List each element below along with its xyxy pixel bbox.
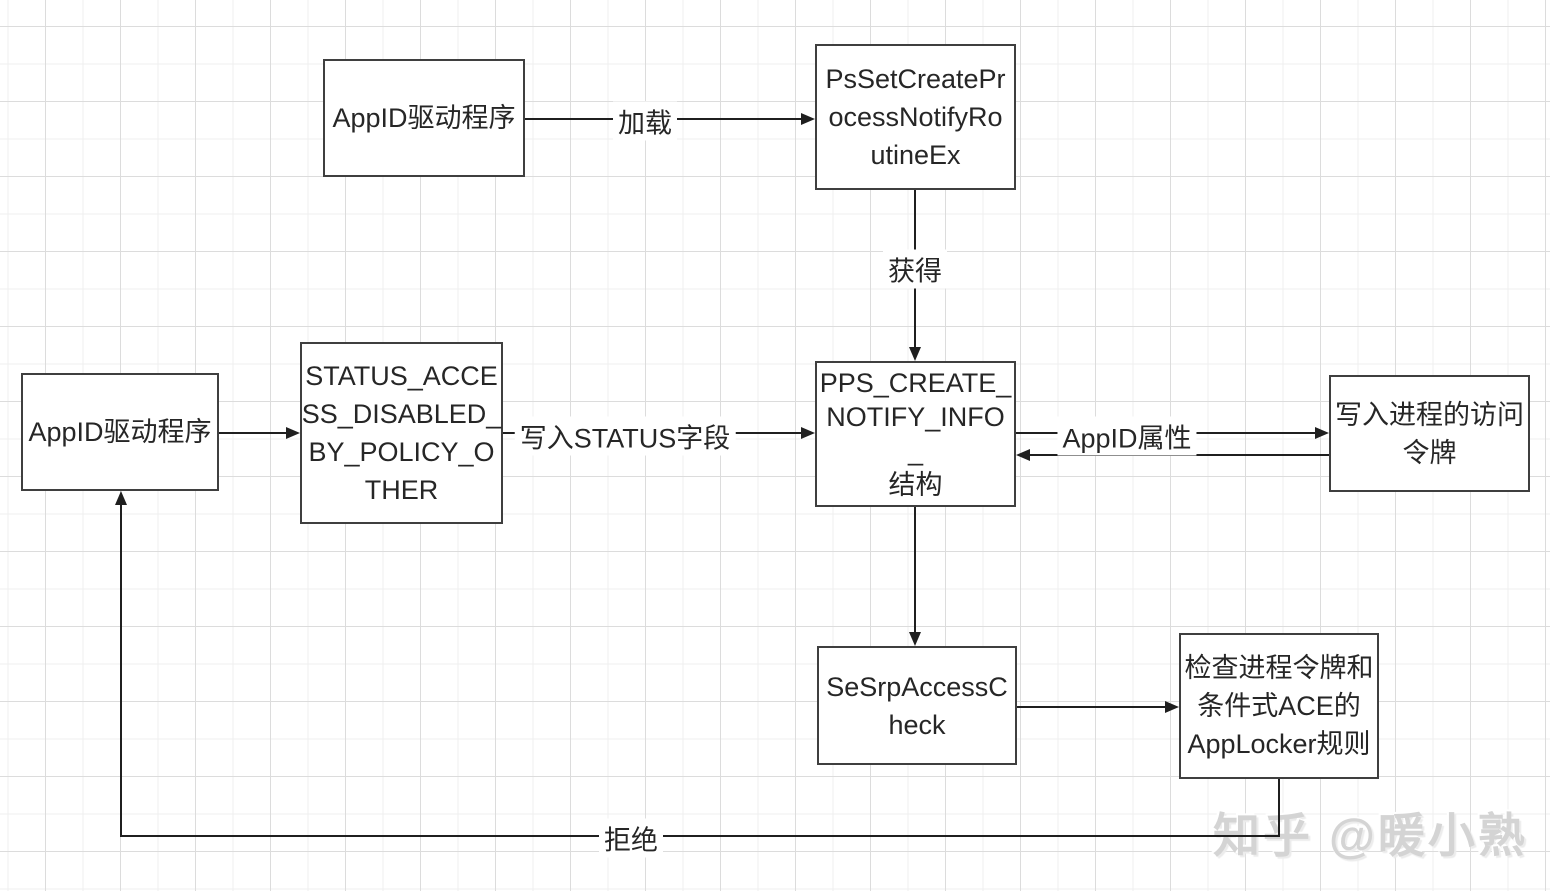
node-write-process-token: 写入进程的访问 令牌 <box>1329 375 1530 492</box>
edge-sesrp-check-line <box>1017 706 1166 708</box>
edge-driver-status-arrowhead <box>286 427 300 439</box>
edge-driver-status-line <box>219 432 288 434</box>
node-check-applocker-rules: 检查进程令牌和 条件式ACE的 AppLocker规则 <box>1179 633 1379 779</box>
edge-deny-down-line <box>1278 779 1280 837</box>
edge-deny-label: 拒绝 <box>599 818 663 858</box>
edge-token-return-arrowhead <box>1016 449 1030 461</box>
edge-pps-sesrp-arrowhead <box>909 632 921 646</box>
node-status-access-disabled: STATUS_ACCE SS_DISABLED_ BY_POLICY_O THE… <box>300 342 503 524</box>
edge-deny-arrowhead <box>115 491 127 505</box>
edge-appid-attr-label: AppID属性 <box>1057 416 1197 456</box>
edge-deny-up-line <box>120 503 122 835</box>
edge-obtain-arrowhead <box>909 347 921 361</box>
node-appid-driver-left: AppID驱动程序 <box>21 373 219 491</box>
node-sesrpaccesscheck: SeSrpAccessC heck <box>817 646 1017 765</box>
edge-pps-sesrp-line <box>914 507 916 633</box>
edge-load-arrowhead <box>801 113 815 125</box>
edge-obtain-label: 获得 <box>883 249 947 289</box>
edge-write-status-arrowhead <box>801 427 815 439</box>
zhihu-watermark: 知乎 @暖小熟 <box>1213 809 1528 862</box>
node-pps-create-notify-info: PPS_CREATE_ NOTIFY_INFO _ 结构 <box>815 361 1016 507</box>
edge-load-label: 加载 <box>613 101 677 141</box>
edge-sesrp-check-arrowhead <box>1165 701 1179 713</box>
node-pssetcreateprocessnotifyroutineex: PsSetCreatePr ocessNotifyRo utineEx <box>815 44 1016 190</box>
node-appid-driver-top: AppID驱动程序 <box>323 59 525 177</box>
edge-write-status-label: 写入STATUS字段 <box>514 416 736 456</box>
edge-appid-attr-arrowhead <box>1315 427 1329 439</box>
edge-deny-bottom-line <box>120 835 1280 837</box>
